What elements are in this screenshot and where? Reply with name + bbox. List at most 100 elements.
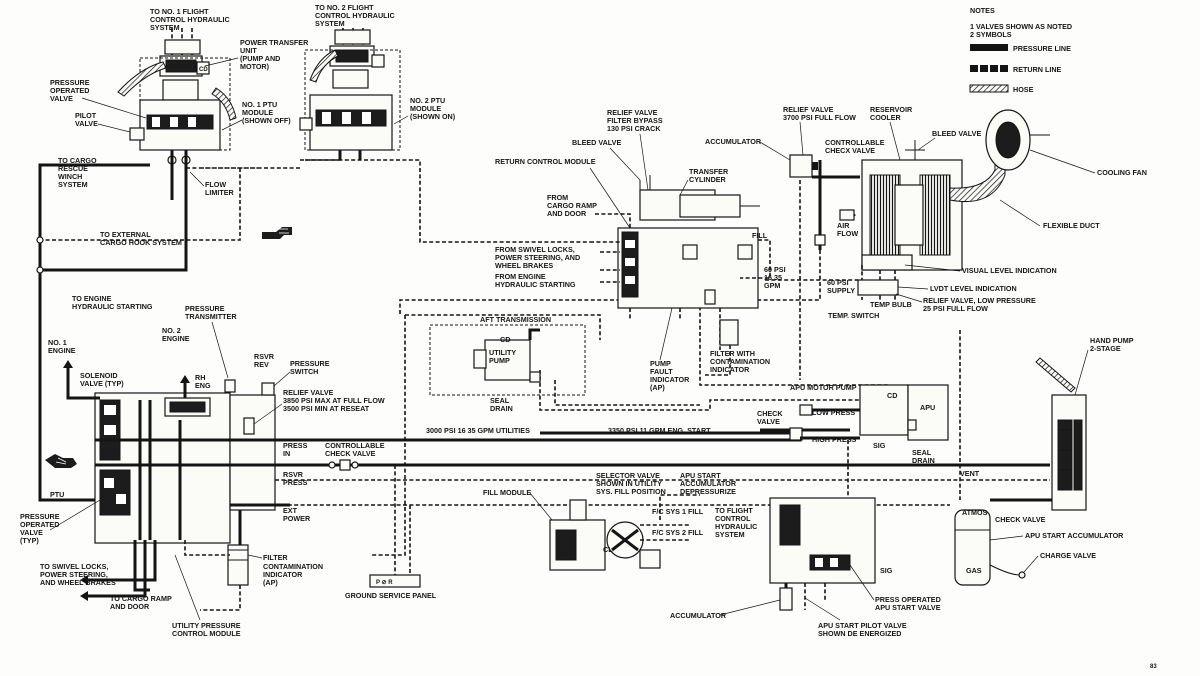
diagram-label: 3500 PSI MIN AT RESEAT xyxy=(283,404,370,413)
diagram-label: VALVE xyxy=(75,119,98,128)
diagram-label: TO NO. 2 FLIGHT xyxy=(315,3,374,12)
diagram-label: AND WHEEL BRAKES xyxy=(40,578,116,587)
diagram-label: RELIEF VALVE, LOW PRESSURE xyxy=(923,296,1036,305)
diagram-label: SELECTOR VALVE xyxy=(596,471,660,480)
diagram-label: NO. 2 PTU xyxy=(410,96,445,105)
diagram-label: 2-STAGE xyxy=(1090,344,1121,353)
diagram-label: FROM ENGINE xyxy=(495,272,546,281)
diagram-label: SYS. FILL POSITION xyxy=(596,487,666,496)
diagram-label: NO. 1 xyxy=(48,338,67,347)
diagram-label: AND DOOR xyxy=(110,602,150,611)
diagram-label: TO NO. 1 FLIGHT xyxy=(150,7,209,16)
diagram-label: CONTAMINATION xyxy=(710,357,770,366)
diagram-label: AFT TRANSMISSION xyxy=(480,315,551,324)
diagram-label: FLOW xyxy=(205,180,226,189)
diagram-label: 3700 PSI FULL FLOW xyxy=(783,113,856,122)
diagram-label: TO FLIGHT xyxy=(715,506,753,515)
diagram-label: TRANSMITTER xyxy=(185,312,237,321)
diagram-label: APU xyxy=(920,403,935,412)
diagram-label: (TYP) xyxy=(20,536,39,545)
diagram-label: CONTROL HYDRAULIC xyxy=(150,15,230,24)
diagram-label: HYDRAULIC STARTING xyxy=(72,302,153,311)
diagram-label: GAS xyxy=(966,566,982,575)
diagram-label: EXT xyxy=(283,506,298,515)
diagram-label: RELIEF VALVE xyxy=(283,388,334,397)
apu-motor-pump xyxy=(859,384,909,436)
diagram-label: (PUMP AND xyxy=(240,54,280,63)
diagram-label: (AP) xyxy=(650,383,665,392)
diagram-label: RETURN CONTROL MODULE xyxy=(495,157,596,166)
utility-pump-group: AFT TRANSMISSION UTILITY PUMP CD SEAL DR… xyxy=(429,307,770,413)
diagram-label: INDICATOR xyxy=(710,365,750,374)
diagram-label: HAND PUMP xyxy=(1090,336,1134,345)
diagram-label: P ⊘ R xyxy=(376,580,393,586)
diagram-label: ACCUMULATOR xyxy=(705,137,762,146)
diagram-label: 25 PSI FULL FLOW xyxy=(923,304,988,313)
notes-item-2: 2 SYMBOLS xyxy=(970,30,1012,39)
fill-module-body xyxy=(549,519,606,571)
top-left-lines xyxy=(36,159,590,502)
diagram-label: FILTER WITH xyxy=(710,349,755,358)
diagram-label: OPERATED xyxy=(50,86,89,95)
diagram-label: LIMITER xyxy=(205,188,235,197)
diagram-label: TEMP. SWITCH xyxy=(828,311,879,320)
diagram-label: SUPPLY xyxy=(827,286,855,295)
diagram-label: RESERVOIR xyxy=(870,105,913,114)
diagram-label: REV xyxy=(254,360,269,369)
left-labels: PRESSURE TRANSMITTER NO. 1 ENGINE NO. 2 … xyxy=(20,304,385,638)
diagram-label: CONTROL MODULE xyxy=(172,629,241,638)
diagram-label: ENGINE xyxy=(162,334,190,343)
top-right-labels: ACCUMULATOR RELIEF VALVE 3700 PSI FULL F… xyxy=(705,105,1147,320)
diagram-label: FILTER BYPASS xyxy=(607,116,663,125)
diagram-label: DRAIN xyxy=(490,404,513,413)
diagram-label: ATMOS xyxy=(962,508,988,517)
diagram-label: CONTROLLABLE xyxy=(325,441,385,450)
diagram-label: VALVE xyxy=(20,528,43,537)
diagram-label: TO ENGINE xyxy=(72,294,112,303)
diagram-label: FLOW xyxy=(837,229,858,238)
legend-pressure-line: PRESSURE LINE xyxy=(1013,44,1071,53)
diagram-label: RELIEF VALVE xyxy=(607,108,658,117)
diagram-label: MODULE xyxy=(410,104,441,113)
diagram-label: CHECK xyxy=(757,409,783,418)
diagram-label: CONTROL xyxy=(715,514,751,523)
diagram-label: INDICATOR xyxy=(263,570,303,579)
apu-motor-pump-group: APU MOTOR PUMP APU CD LOW PRESS HIGH PRE… xyxy=(757,383,949,505)
pointing-hand-icon-top xyxy=(262,227,292,239)
diagram-label: PRESSURE xyxy=(290,359,330,368)
legend-hose: HOSE xyxy=(1013,85,1034,94)
ground-service-panel-label: GROUND SERVICE PANEL xyxy=(345,591,437,600)
diagram-label: HYDRAULIC xyxy=(715,522,757,531)
apu-box xyxy=(907,384,949,441)
diagram-label: TO EXTERNAL xyxy=(100,230,151,239)
diagram-label: PTU xyxy=(50,490,64,499)
diagram-label: CYLINDER xyxy=(689,175,727,184)
diagram-label: PRESS xyxy=(283,478,308,487)
diagram-label: SHOWN IN UTILITY xyxy=(596,479,662,488)
return-module-body xyxy=(617,227,759,309)
diagram-label: APU START PILOT VALVE xyxy=(818,621,907,630)
diagram-label: RSVR xyxy=(254,352,275,361)
utility-pressure-module xyxy=(45,360,290,611)
diagram-label: AIR xyxy=(837,221,850,230)
utility-pump-body xyxy=(484,339,531,381)
diagram-label: UTILITY PRESSURE xyxy=(172,621,241,630)
diagram-label: FILTER xyxy=(263,553,288,562)
filter-canister xyxy=(227,544,249,586)
pressure-manifold xyxy=(229,394,276,511)
diagram-label: UTILITY xyxy=(489,348,516,357)
diagram-label: 130 PSI CRACK xyxy=(607,124,661,133)
diagram-label: WINCH xyxy=(58,172,82,181)
diagram-label: PRESS xyxy=(283,441,308,450)
diagram-label: ENG xyxy=(195,381,211,390)
diagram-label: PUMP xyxy=(489,356,510,365)
diagram-label: TRANSFER xyxy=(689,167,729,176)
diagram-label: RH xyxy=(195,373,205,382)
ptu-module-2-group xyxy=(299,28,401,160)
diagram-label: PRESSURE xyxy=(20,512,60,521)
diagram-label: NO. 1 PTU xyxy=(242,100,277,109)
diagram-label: RSVR xyxy=(283,470,304,479)
diagram-label: CHECK VALVE xyxy=(995,515,1046,524)
hose-swatch xyxy=(969,84,1009,93)
